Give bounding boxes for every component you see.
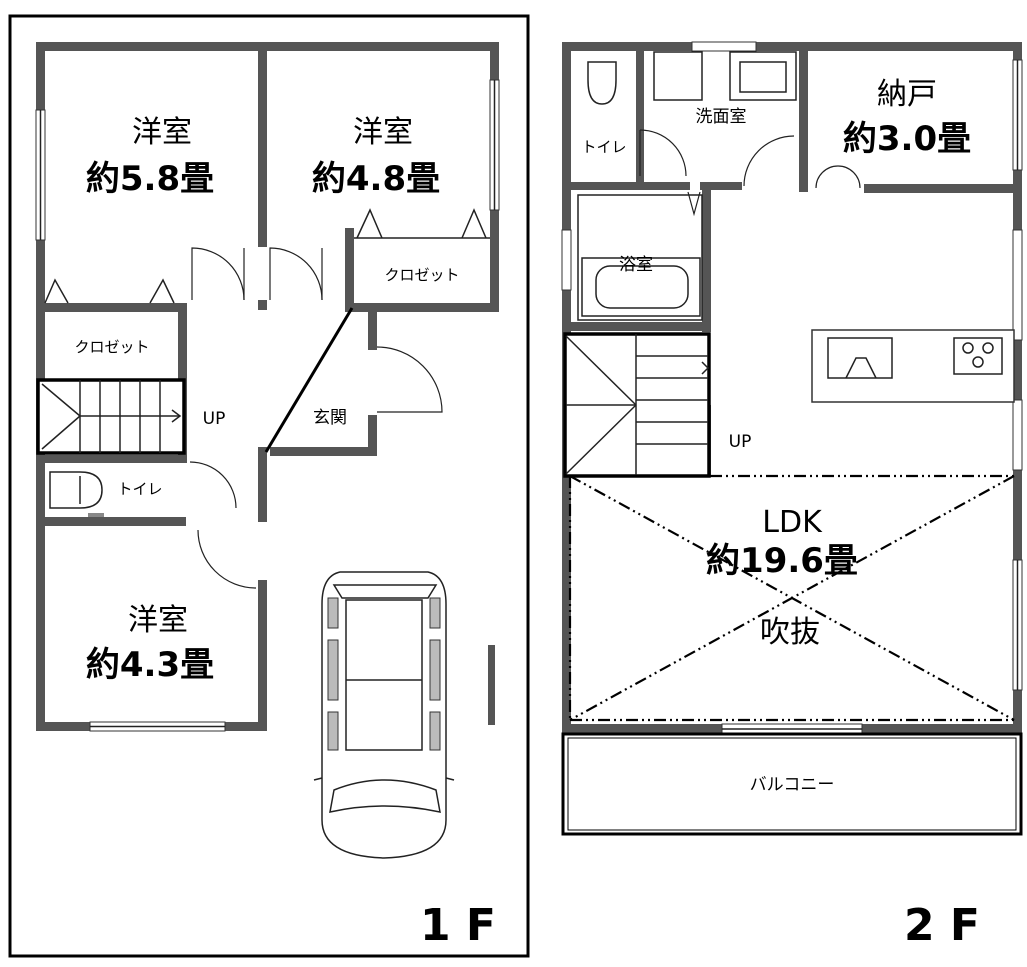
second-floor-doors — [639, 129, 861, 217]
first-floor-windows — [35, 79, 500, 732]
first-floor-plan: 洋室 約5.8畳 洋室 約4.8畳 洋室 約4.3畳 クロゼット クロゼット 玄… — [8, 14, 530, 958]
balcony-label: バルコニー — [750, 775, 835, 795]
bathroom-label: 浴室 — [619, 255, 653, 275]
void-marking — [568, 474, 1015, 722]
storage-size: 約3.0畳 — [843, 119, 971, 159]
second-floor-plan: 納戸 約3.0畳 洗面室 トイレ 浴室 LDK 約19.6畳 吹抜 バルコニー … — [561, 41, 1023, 951]
room-1f-western-a-name: 洋室 — [132, 115, 192, 150]
toilet-2f-label: トイレ — [581, 138, 626, 156]
void-label: 吹抜 — [760, 615, 820, 650]
car-icon — [313, 571, 455, 859]
second-floor-windows — [561, 41, 1023, 735]
stairs-1f-up-label: UP — [203, 409, 226, 429]
ldk-size: 約19.6畳 — [706, 541, 858, 581]
stairs-2f-up-label: UP — [729, 432, 752, 452]
first-floor-border — [8, 14, 530, 958]
washroom-label: 洗面室 — [696, 107, 747, 127]
room-1f-western-c-size: 約4.3畳 — [86, 645, 214, 685]
floor-2f-label: 2 F — [904, 900, 980, 951]
room-1f-western-b-name: 洋室 — [353, 115, 413, 150]
floor-1f-label: 1 F — [420, 900, 496, 951]
second-floor-stairs — [563, 332, 711, 478]
closet-1f-left-label: クロゼット — [74, 338, 149, 356]
room-1f-western-b-size: 約4.8畳 — [312, 159, 440, 199]
room-1f-western-c-name: 洋室 — [128, 603, 188, 638]
balcony-inner-outline — [567, 737, 1017, 831]
storage-name: 納戸 — [877, 77, 937, 112]
closet-1f-right-label: クロゼット — [384, 266, 459, 284]
ldk-name: LDK — [762, 505, 823, 540]
first-floor-stairs — [36, 378, 186, 455]
balcony-outline — [561, 732, 1023, 836]
first-floor-doors — [189, 247, 443, 589]
first-floor-closets — [44, 208, 490, 304]
room-1f-western-a-size: 約5.8畳 — [86, 159, 214, 199]
toilet-1f-label: トイレ — [117, 480, 162, 498]
first-floor-toilet-fixture — [49, 471, 104, 517]
entrance-label: 玄関 — [313, 408, 347, 428]
second-floor-fixtures — [577, 51, 1015, 403]
